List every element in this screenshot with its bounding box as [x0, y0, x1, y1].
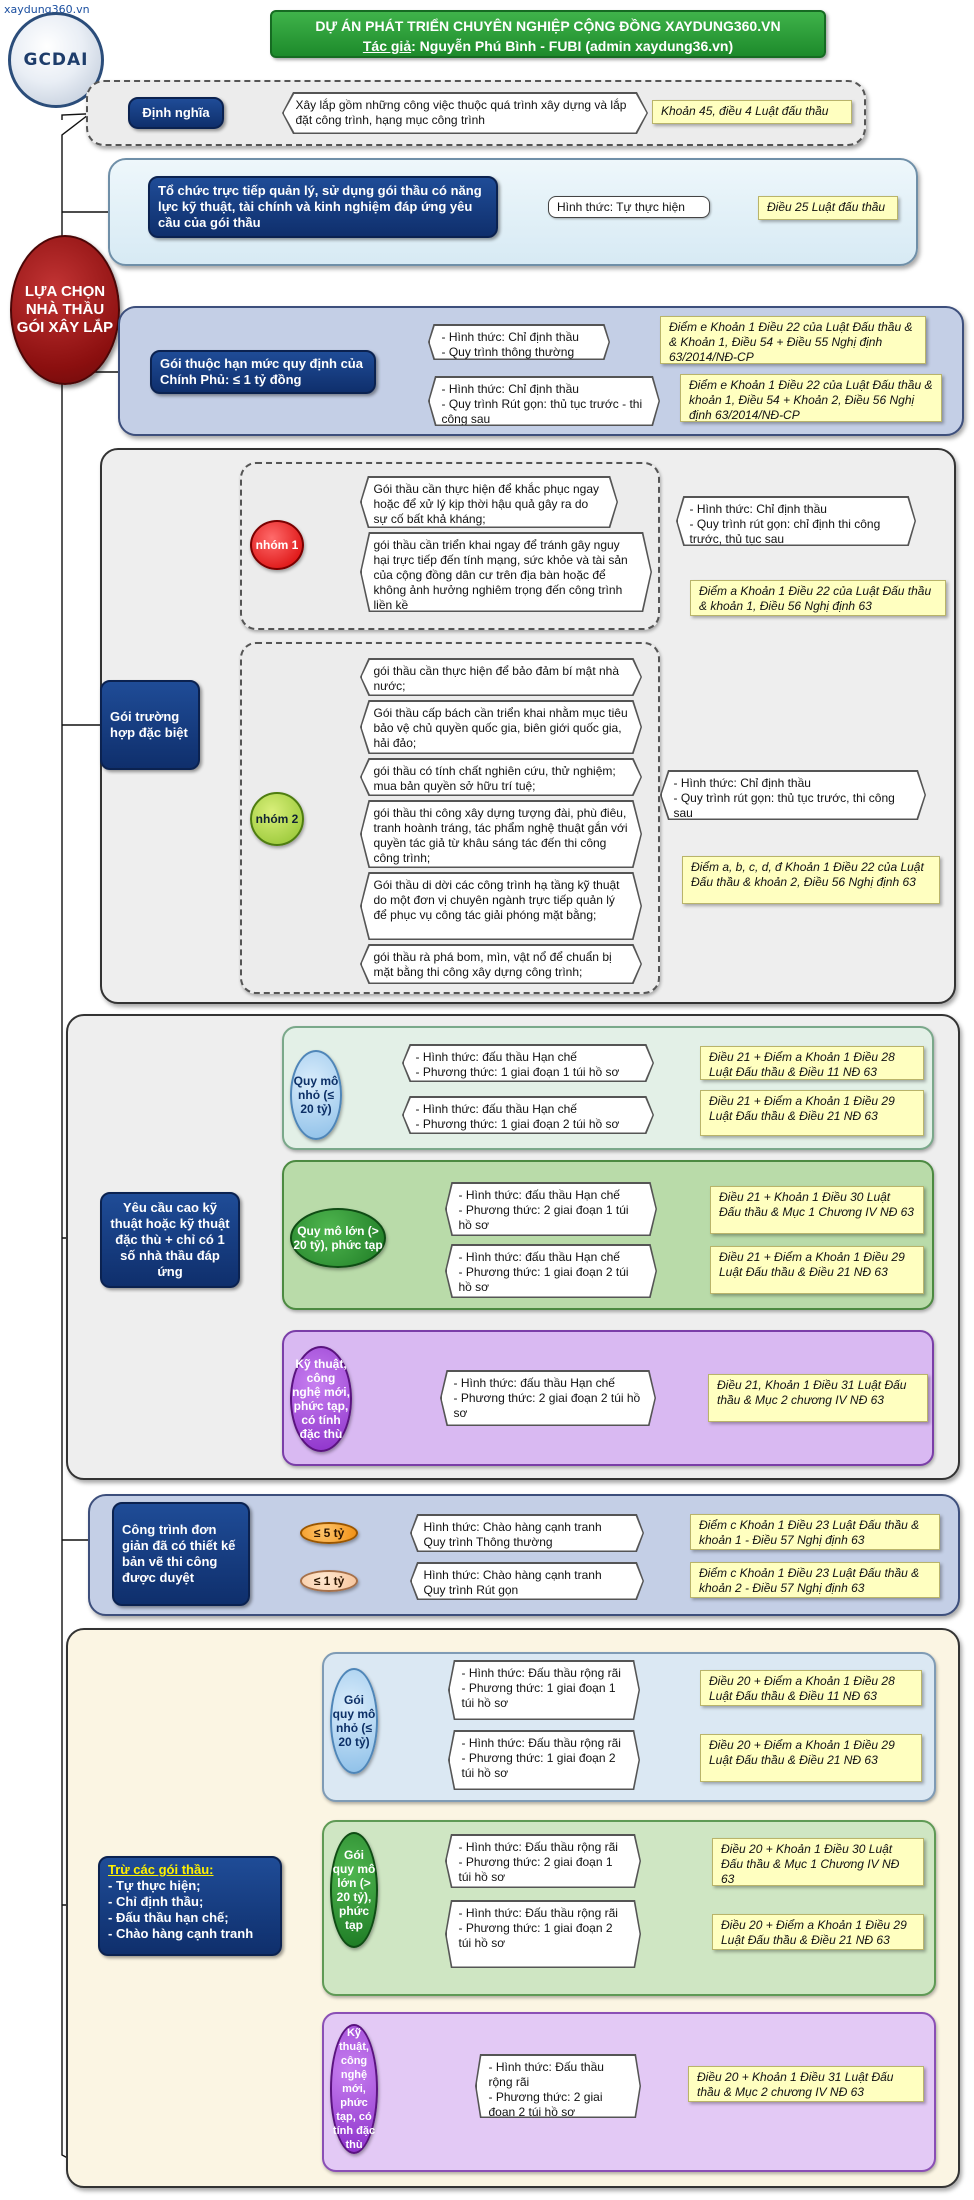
- group2-item-5-text: Gói thầu di dời các công trình hạ tầng k…: [361, 873, 641, 939]
- except-item-3: - Đấu thầu hạn chế;: [108, 1910, 229, 1925]
- high-tech-large-node: Quy mô lớn (> 20 tỷ), phức tạp: [290, 1208, 386, 1268]
- group2-item-6: gói thầu rà phá bom, mìn, vật nổ để chuẩ…: [360, 944, 642, 984]
- high-tech-large-reference-1: Điều 21 + Khoản 1 Điều 30 Luật Đấu thầu …: [710, 1186, 924, 1234]
- except-small-option-2: - Hình thức: Đấu thầu rộng rãi - Phương …: [448, 1730, 640, 1790]
- high-tech-newtech-reference-1: Điều 21, Khoản 1 Điều 31 Luật Đấu thầu &…: [708, 1374, 928, 1422]
- except-large-option-2-text: - Hình thức: Đấu thầu rộng rãi - Phương …: [446, 1901, 640, 1967]
- high-tech-small-reference-2: Điều 21 + Điểm a Khoản 1 Điều 29 Luật Đấ…: [700, 1090, 924, 1136]
- group2-reference: Điểm a, b, c, d, đ Khoản 1 Điều 22 của L…: [682, 856, 940, 904]
- group1-item-2-text: gói thầu cần triển khai ngay để tránh gâ…: [361, 533, 651, 611]
- author-value: : Nguyễn Phú Bình - FUBI (admin xaydung3…: [411, 38, 734, 54]
- special-node: Gói trường hợp đặc biệt: [100, 680, 200, 770]
- simple-option-1: Hình thức: Chào hàng cạnh tranh Quy trìn…: [410, 1514, 644, 1552]
- definition-reference: Khoản 45, điều 4 Luật đấu thầu: [652, 100, 852, 124]
- except-small-reference-2: Điều 20 + Điểm a Khoản 1 Điều 29 Luật Đấ…: [700, 1734, 922, 1782]
- group1-node: nhóm 1: [250, 520, 304, 570]
- group1-item-2: gói thầu cần triển khai ngay để tránh gâ…: [360, 532, 652, 612]
- group2-item-3-text: gói thầu có tính chất nghiên cứu, thử ng…: [361, 759, 641, 795]
- except-large-option-2: - Hình thức: Đấu thầu rộng rãi - Phương …: [445, 1900, 641, 1968]
- simple-reference-1: Điểm c Khoản 1 Điều 23 Luật Đấu thầu & k…: [690, 1514, 940, 1550]
- except-item-2: - Chỉ định thầu;: [108, 1894, 204, 1909]
- group2-form: - Hình thức: Chỉ định thầu - Quy trình r…: [660, 770, 926, 820]
- except-large-node: Gói quy mô lớn (> 20 tỷ), phức tạp: [330, 1832, 378, 1948]
- group2-item-1-text: gói thầu cần thực hiện để bảo đảm bí mật…: [361, 659, 641, 695]
- high-tech-small-option-1-text: - Hình thức: đấu thầu Hạn chế - Phương t…: [403, 1045, 653, 1081]
- simple-option-1-text: Hình thức: Chào hàng cạnh tranh Quy trìn…: [411, 1515, 643, 1551]
- high-tech-large-option-2: - Hình thức: đấu thầu Hạn chế - Phương t…: [445, 1244, 657, 1298]
- simple-tier-1: ≤ 5 tỷ: [300, 1522, 358, 1544]
- high-tech-small-node: Quy mô nhỏ (≤ 20 tỷ): [290, 1050, 342, 1140]
- except-small-option-1-text: - Hình thức: Đấu thầu rộng rãi - Phương …: [449, 1661, 639, 1719]
- except-title: Trừ các gói thầu:: [108, 1862, 214, 1877]
- project-banner: DỰ ÁN PHÁT TRIỂN CHUYÊN NGHIỆP CỘNG ĐỒNG…: [270, 10, 826, 58]
- except-item-4: - Chào hàng cạnh tranh: [108, 1926, 254, 1941]
- definition-text-box: Xây lắp gồm những công việc thuộc quá tr…: [282, 92, 648, 134]
- except-newtech-node: Kỹ thuật, công nghệ mới, phức tạp, có tí…: [330, 2024, 378, 2154]
- high-tech-small-option-1: - Hình thức: đấu thầu Hạn chế - Phương t…: [402, 1044, 654, 1082]
- group1-item-1: Gói thầu cần thực hiện để khắc phục ngay…: [360, 476, 618, 528]
- group2-node: nhóm 2: [250, 792, 304, 846]
- high-tech-large-option-1-text: - Hình thức: đấu thầu Hạn chế - Phương t…: [446, 1183, 656, 1235]
- except-item-1: - Tự thực hiện;: [108, 1878, 201, 1893]
- gov-limit-reference-2: Điểm e Khoản 1 Điều 22 của Luật Đấu thầu…: [680, 374, 942, 422]
- simple-option-2: Hình thức: Chào hàng cạnh tranh Quy trìn…: [410, 1562, 644, 1600]
- high-tech-small-option-2-text: - Hình thức: đấu thầu Hạn chế - Phương t…: [403, 1097, 653, 1133]
- definition-text: Xây lắp gồm những công việc thuộc quá tr…: [283, 93, 647, 133]
- except-newtech-reference-1: Điều 20 + Khoản 1 Điều 31 Luật Đấu thầu …: [688, 2066, 924, 2102]
- definition-node: Định nghĩa: [128, 97, 224, 129]
- group1-form: - Hình thức: Chỉ định thầu - Quy trình r…: [676, 496, 916, 546]
- group2-item-6-text: gói thầu rà phá bom, mìn, vật nổ để chuẩ…: [361, 945, 641, 983]
- gcdai-logo: GCDAI: [8, 12, 104, 108]
- except-newtech-option-1-text: - Hình thức: Đấu thầu rộng rãi - Phương …: [476, 2055, 640, 2117]
- group2-item-3: gói thầu có tính chất nghiên cứu, thử ng…: [360, 758, 642, 796]
- except-large-option-1: - Hình thức: Đấu thầu rộng rãi - Phương …: [445, 1834, 641, 1888]
- except-small-reference-1: Điều 20 + Điểm a Khoản 1 Điều 28 Luật Đấ…: [700, 1670, 922, 1706]
- except-small-option-1: - Hình thức: Đấu thầu rộng rãi - Phương …: [448, 1660, 640, 1720]
- except-large-option-1-text: - Hình thức: Đấu thầu rộng rãi - Phương …: [446, 1835, 640, 1887]
- high-tech-small-reference-1: Điều 21 + Điểm a Khoản 1 Điều 28 Luật Đấ…: [700, 1046, 924, 1080]
- except-node: Trừ các gói thầu: - Tự thực hiện; - Chỉ …: [98, 1856, 282, 1956]
- high-tech-node: Yêu cầu cao kỹ thuật hoặc kỹ thuật đặc t…: [100, 1192, 240, 1288]
- group1-form-text: - Hình thức: Chỉ định thầu - Quy trình r…: [677, 497, 915, 545]
- self-exec-form: Hình thức: Tự thực hiện: [548, 196, 710, 218]
- group2-item-2: Gói thầu cấp bách cần triển khai nhằm mụ…: [360, 700, 642, 754]
- simple-tier-2: ≤ 1 tỷ: [300, 1570, 358, 1592]
- self-exec-reference: Điều 25 Luật đấu thầu: [758, 196, 898, 220]
- author-label: Tác giả: [362, 38, 412, 54]
- simple-node: Công trình đơn giản đã có thiết kế bản v…: [112, 1502, 250, 1606]
- logo-text: GCDAI: [23, 50, 89, 70]
- high-tech-newtech-option-1: - Hình thức: đấu thầu Hạn chế - Phương t…: [440, 1370, 656, 1426]
- except-newtech-option-1: - Hình thức: Đấu thầu rộng rãi - Phương …: [475, 2054, 641, 2118]
- author-line: Tác giả: Nguyễn Phú Bình - FUBI (admin x…: [282, 36, 814, 56]
- group1-item-1-text: Gói thầu cần thực hiện để khắc phục ngay…: [361, 477, 617, 527]
- group2-item-2-text: Gói thầu cấp bách cần triển khai nhằm mụ…: [361, 701, 641, 753]
- root-node: LỰA CHỌN NHÀ THẦU GÓI XÂY LẮP: [10, 235, 120, 385]
- gov-limit-option-2: - Hình thức: Chỉ định thầu - Quy trình R…: [428, 376, 660, 426]
- simple-option-2-text: Hình thức: Chào hàng cạnh tranh Quy trìn…: [411, 1563, 643, 1599]
- gov-limit-node: Gói thuộc hạn mức quy định của Chính Phủ…: [150, 350, 376, 394]
- gov-limit-option-1: - Hình thức: Chỉ định thầu - Quy trình t…: [428, 324, 610, 360]
- gov-limit-option-2-text: - Hình thức: Chỉ định thầu - Quy trình R…: [429, 377, 659, 425]
- group2-item-1: gói thầu cần thực hiện để bảo đảm bí mật…: [360, 658, 642, 696]
- group2-item-4: gói thầu thi công xây dựng tượng đài, ph…: [360, 800, 642, 868]
- project-title: DỰ ÁN PHÁT TRIỂN CHUYÊN NGHIỆP CỘNG ĐỒNG…: [315, 18, 781, 34]
- high-tech-large-reference-2: Điều 21 + Điểm a Khoản 1 Điều 29 Luật Đấ…: [710, 1246, 924, 1294]
- except-small-node: Gói quy mô nhỏ (≤ 20 tỷ): [330, 1668, 378, 1774]
- except-small-option-2-text: - Hình thức: Đấu thầu rộng rãi - Phương …: [449, 1731, 639, 1789]
- group2-form-text: - Hình thức: Chỉ định thầu - Quy trình r…: [661, 771, 925, 819]
- high-tech-small-option-2: - Hình thức: đấu thầu Hạn chế - Phương t…: [402, 1096, 654, 1134]
- high-tech-newtech-node: Kỹ thuật, công nghệ mới, phức tạp, có tí…: [290, 1346, 352, 1452]
- simple-reference-2: Điểm c Khoản 1 Điều 23 Luật Đấu thầu & k…: [690, 1562, 940, 1598]
- except-large-reference-1: Điều 20 + Khoản 1 Điều 30 Luật Đấu thầu …: [712, 1838, 924, 1886]
- self-exec-node: Tổ chức trực tiếp quản lý, sử dụng gói t…: [148, 176, 498, 238]
- gov-limit-option-1-text: - Hình thức: Chỉ định thầu - Quy trình t…: [429, 325, 609, 359]
- high-tech-large-option-1: - Hình thức: đấu thầu Hạn chế - Phương t…: [445, 1182, 657, 1236]
- group2-item-4-text: gói thầu thi công xây dựng tượng đài, ph…: [361, 801, 641, 867]
- except-large-reference-2: Điều 20 + Điểm a Khoản 1 Điều 29 Luật Đấ…: [712, 1914, 924, 1950]
- high-tech-large-option-2-text: - Hình thức: đấu thầu Hạn chế - Phương t…: [446, 1245, 656, 1297]
- group1-reference: Điểm a Khoản 1 Điều 22 của Luật Đấu thầu…: [690, 580, 946, 616]
- group2-item-5: Gói thầu di dời các công trình hạ tầng k…: [360, 872, 642, 940]
- gov-limit-reference-1: Điểm e Khoản 1 Điều 22 của Luật Đấu thầu…: [660, 316, 926, 364]
- high-tech-newtech-option-1-text: - Hình thức: đấu thầu Hạn chế - Phương t…: [441, 1371, 655, 1425]
